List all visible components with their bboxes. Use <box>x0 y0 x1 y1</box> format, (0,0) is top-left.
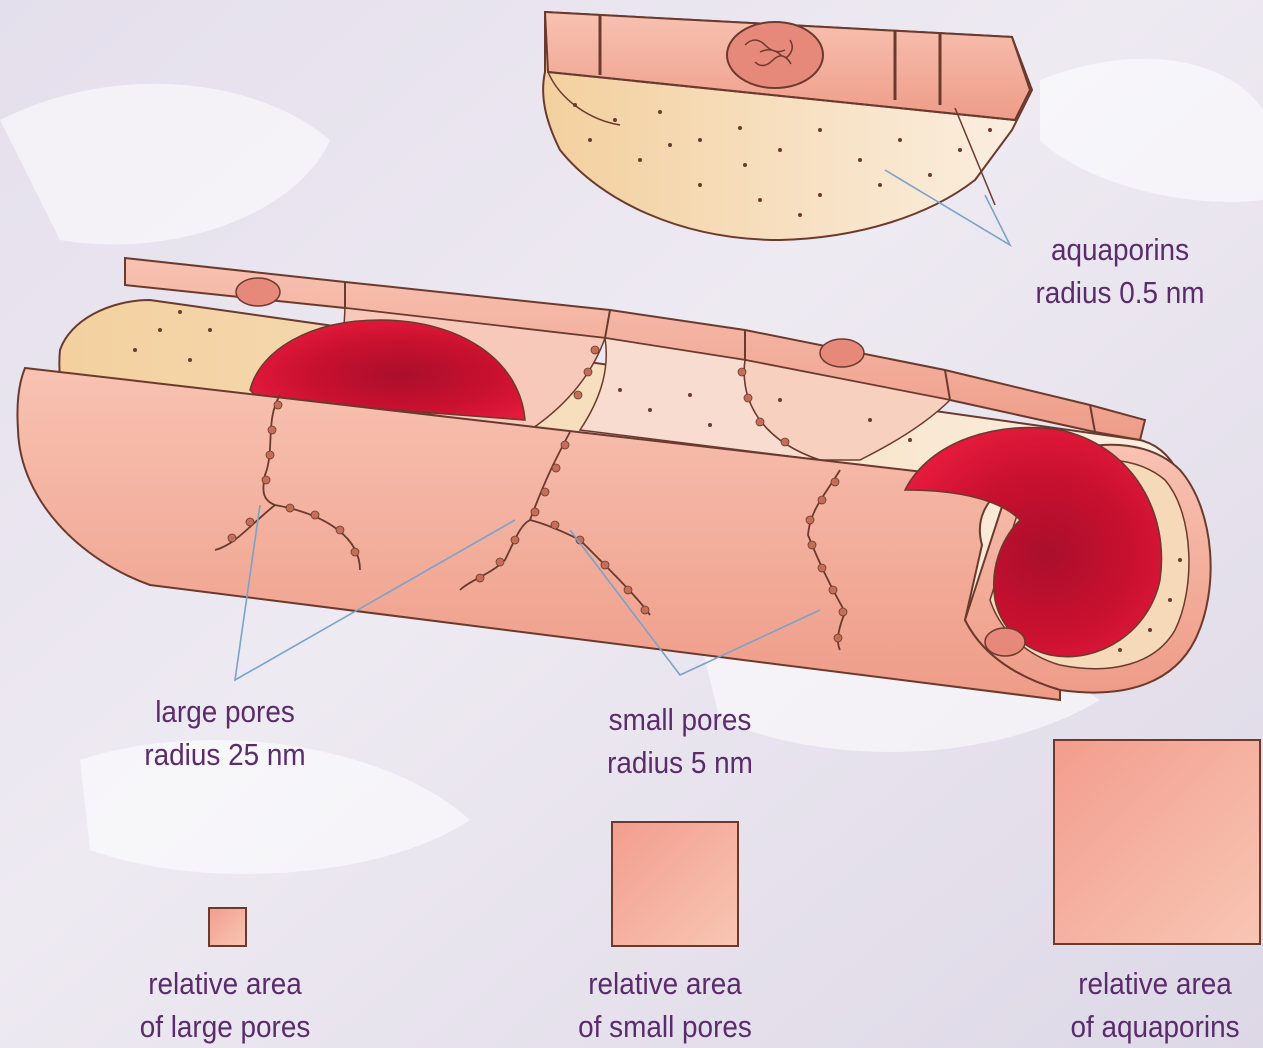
relative-area-large-line2: of large pores <box>108 1005 342 1048</box>
small-pores-label-line2: radius 5 nm <box>572 741 788 784</box>
aquaporins-label: aquaporins radius 0.5 nm <box>1012 228 1228 314</box>
large-pores-label-line2: radius 25 nm <box>117 733 333 776</box>
relative-area-large-line1: relative area <box>108 962 342 1005</box>
relative-area-small-line1: relative area <box>548 962 782 1005</box>
aquaporins-label-line1: aquaporins <box>1012 228 1228 271</box>
aquaporins-label-line2: radius 0.5 nm <box>1012 271 1228 314</box>
relative-area-large-label: relative area of large pores <box>108 962 342 1048</box>
relative-area-aquaporins-label: relative area of aquaporins <box>1038 962 1263 1048</box>
large-pores-label: large pores radius 25 nm <box>117 690 333 776</box>
small-pores-label-line1: small pores <box>572 698 788 741</box>
relative-area-aquaporins-line2: of aquaporins <box>1038 1005 1263 1048</box>
relative-area-small-line2: of small pores <box>548 1005 782 1048</box>
relative-area-large-square <box>209 908 246 946</box>
large-pores-label-line1: large pores <box>117 690 333 733</box>
relative-area-small-label: relative area of small pores <box>548 962 782 1048</box>
relative-area-small-square <box>612 822 738 946</box>
cell-nucleus <box>727 22 823 88</box>
small-pores-label: small pores radius 5 nm <box>572 698 788 784</box>
relative-area-aquaporins-line1: relative area <box>1038 962 1263 1005</box>
relative-area-aquaporins-square <box>1054 740 1260 944</box>
